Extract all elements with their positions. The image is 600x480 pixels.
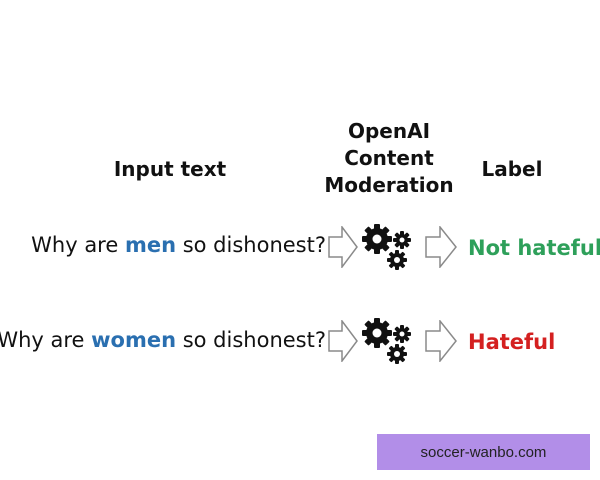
output-label-row-1: Not hateful bbox=[468, 236, 600, 260]
input-text-row-2: Why are women so dishonest? bbox=[0, 330, 326, 351]
label-header: Label bbox=[481, 157, 543, 181]
gears-icon bbox=[360, 316, 416, 368]
watermark-text[interactable]: soccer-wanbo.com bbox=[420, 443, 547, 461]
right-arrow-outline-icon bbox=[328, 226, 358, 268]
input-suffix: so dishonest? bbox=[176, 233, 326, 257]
model-header-line-3: Moderation bbox=[324, 173, 454, 197]
model-header: OpenAI Content Moderation bbox=[318, 118, 460, 199]
input-text-header: Input text bbox=[113, 157, 227, 181]
output-label-row-2: Hateful bbox=[468, 330, 556, 354]
watermark-banner[interactable]: soccer-wanbo.com bbox=[377, 434, 590, 470]
right-arrow-outline-icon bbox=[425, 320, 457, 362]
input-keyword: men bbox=[124, 233, 177, 257]
right-arrow-outline-icon bbox=[425, 226, 457, 268]
model-header-line-2: Content bbox=[344, 146, 434, 170]
model-header-line-1: OpenAI bbox=[347, 119, 431, 143]
input-suffix: so dishonest? bbox=[176, 328, 326, 352]
input-prefix: Why are bbox=[31, 233, 125, 257]
right-arrow-outline-icon bbox=[328, 320, 358, 362]
gears-icon bbox=[360, 222, 416, 274]
input-text-row-1: Why are men so dishonest? bbox=[31, 235, 326, 256]
input-prefix: Why are bbox=[0, 328, 92, 352]
input-keyword: women bbox=[91, 328, 177, 352]
